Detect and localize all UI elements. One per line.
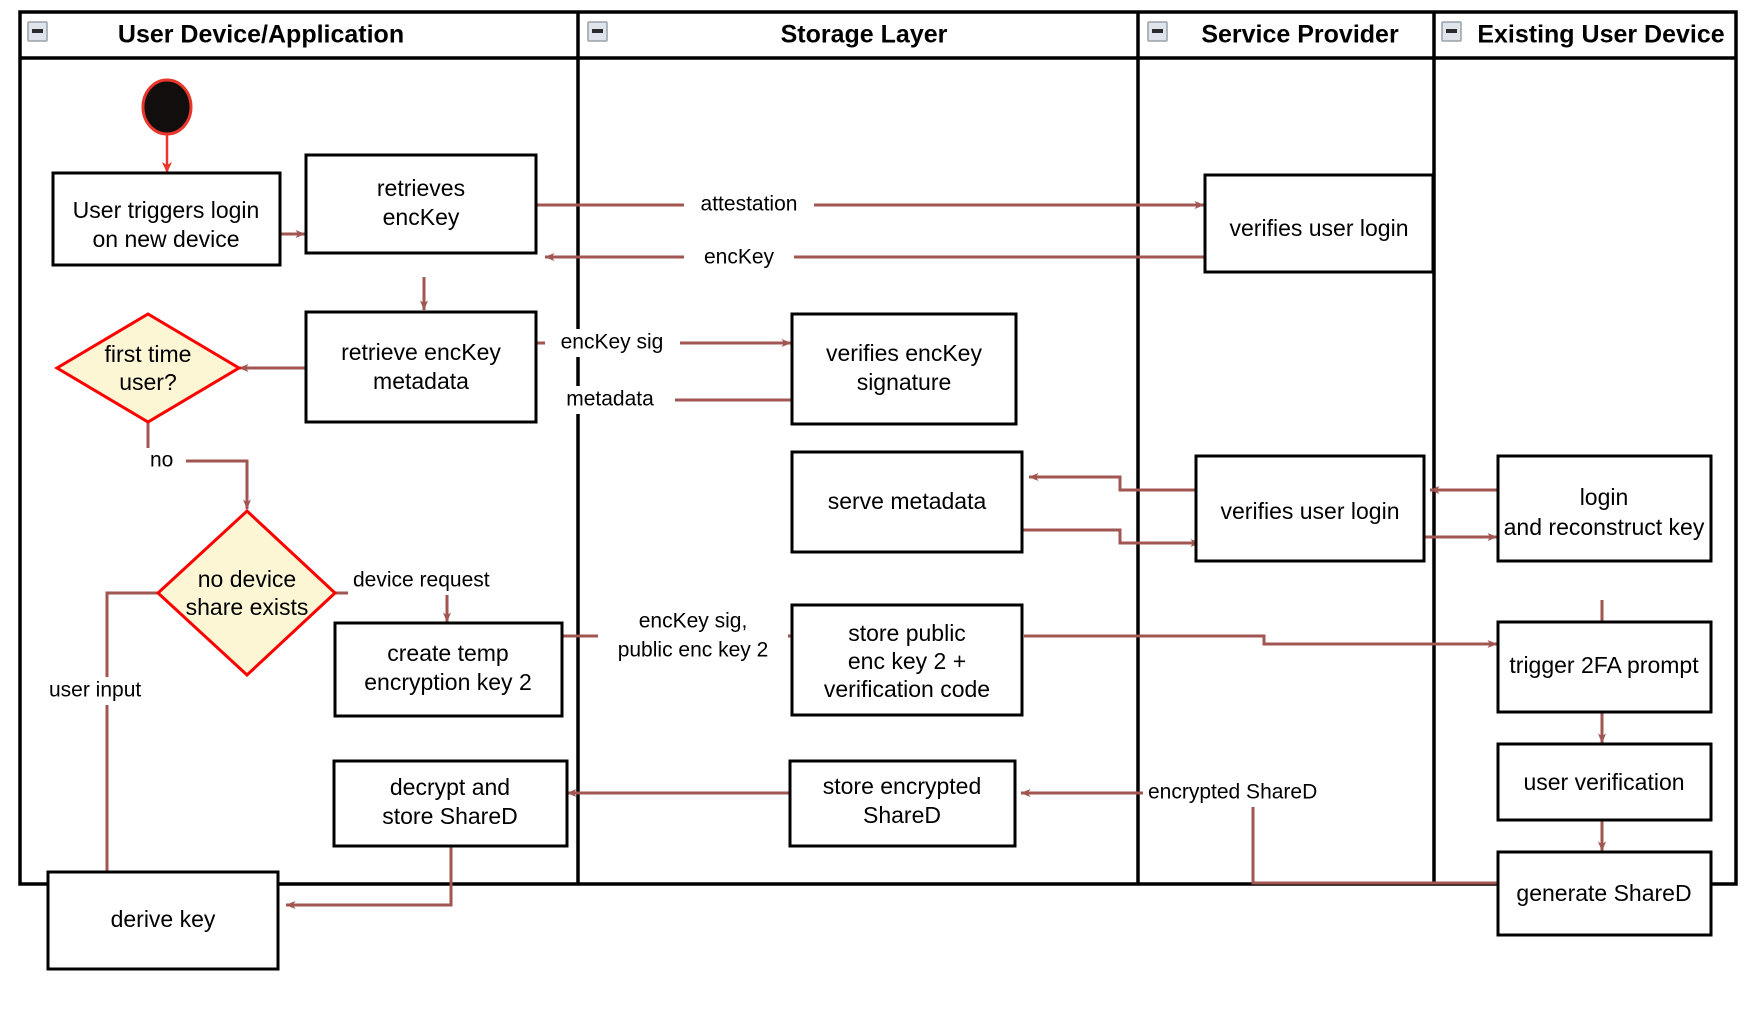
node-label-line: user verification [1523, 769, 1684, 795]
node-store-public-enc-key-2[interactable]: store public enc key 2 + verification co… [790, 603, 1024, 717]
flow-store-public-to-trigger-2fa [1024, 634, 1498, 648]
lane-title-user-device: User Device/Application [118, 21, 404, 49]
edge-label-attestation: attestation [701, 193, 798, 216]
node-label-line: no device [198, 566, 296, 592]
node-label-line: verification code [824, 676, 990, 702]
minus-box-icon[interactable] [1147, 21, 1168, 42]
node-retrieve-enckey-metadata[interactable]: retrieve encKey metadata [304, 310, 538, 424]
flow-user-input [103, 591, 158, 901]
node-label-line: retrieve encKey [341, 339, 501, 365]
lane-header-service-provider[interactable]: Service Provider [1147, 21, 1399, 49]
edge-label-enckey-sig-line1: encKey sig, [639, 610, 748, 633]
node-retrieves-enckey[interactable]: retrieves encKey [304, 153, 538, 255]
edge-label-device-request: device request [353, 569, 490, 592]
edge-label-group: attestation encKey encKey sig metadata n… [44, 191, 1329, 807]
node-label-line: trigger 2FA prompt [1509, 652, 1699, 678]
edge-label-enckey-sig: encKey sig [561, 331, 664, 354]
node-label-line: store public [848, 620, 966, 646]
edge-label-metadata: metadata [566, 388, 654, 411]
node-label-line: signature [857, 369, 952, 395]
node-label-line: on new device [92, 226, 239, 252]
node-label-line: and reconstruct key [1504, 514, 1705, 540]
edge-label-enckey: encKey [704, 246, 775, 269]
node-label-line: ShareD [863, 802, 941, 828]
node-label-line: first time [105, 341, 192, 367]
node-label-line: serve metadata [828, 488, 987, 514]
lane-title-storage: Storage Layer [781, 21, 948, 49]
node-generate-shared[interactable]: generate ShareD [1496, 850, 1713, 937]
node-label-line: encryption key 2 [364, 669, 531, 695]
lane-title-service-provider: Service Provider [1201, 21, 1399, 49]
flow-device-request [335, 591, 451, 623]
node-create-temp-encryption-key-2[interactable]: create temp encryption key 2 [333, 621, 564, 718]
node-label-line: derive key [111, 906, 216, 932]
node-label-line: verifies user login [1230, 215, 1409, 241]
node-verifies-user-login-1[interactable]: verifies user login [1203, 173, 1435, 274]
edge-label-public-enc-key-2-line2: public enc key 2 [618, 639, 769, 662]
node-label-line: generate ShareD [1516, 880, 1691, 906]
node-decrypt-and-store-shared[interactable]: decrypt and store ShareD [332, 759, 569, 848]
node-user-triggers-login[interactable]: User triggers login on new device [51, 171, 282, 267]
lane-frame-group [18, 10, 1738, 886]
node-label-line: verifies encKey [826, 340, 982, 366]
diagram-outer-frame [18, 10, 1738, 886]
lane-header-user-device[interactable]: User Device/Application [27, 21, 404, 49]
node-label-line: verifies user login [1221, 498, 1400, 524]
node-label-line: login [1580, 484, 1629, 510]
flow-serve-metadata-to-verifies-2 [1022, 528, 1201, 547]
lane-header-existing-device[interactable]: Existing User Device [1441, 21, 1725, 49]
minus-box-icon[interactable] [1441, 21, 1462, 42]
node-label-line: store ShareD [382, 803, 518, 829]
node-derive-key[interactable]: derive key [46, 870, 280, 971]
node-trigger-2fa-prompt[interactable]: trigger 2FA prompt [1496, 620, 1713, 714]
node-label-line: user? [119, 369, 177, 395]
node-label-line: enc key 2 + [848, 648, 966, 674]
edge-label-no: no [150, 449, 173, 472]
node-first-time-user-decision[interactable]: first time user? [54, 312, 242, 424]
node-label-line: create temp [387, 640, 508, 666]
node-label-line: store encrypted [823, 773, 982, 799]
node-no-device-share-exists-decision[interactable]: no device share exists [155, 508, 338, 678]
minus-box-icon[interactable] [587, 21, 608, 42]
edge-label-user-input: user input [49, 679, 141, 702]
flow-decrypt-to-derive-key [285, 846, 453, 909]
edge-label-encrypted-shared: encrypted ShareD [1148, 781, 1317, 804]
node-verifies-user-login-2[interactable]: verifies user login [1194, 454, 1426, 563]
node-store-encrypted-shared[interactable]: store encrypted ShareD [788, 759, 1017, 848]
node-serve-metadata[interactable]: serve metadata [790, 450, 1024, 554]
flow-no-branch [146, 419, 251, 510]
node-label-line: share exists [186, 594, 309, 620]
initial-node [141, 78, 193, 136]
node-label-line: metadata [373, 368, 469, 394]
node-label-line: encKey [383, 204, 460, 230]
node-label-line: decrypt and [390, 774, 510, 800]
node-login-and-reconstruct-key[interactable]: login and reconstruct key [1496, 454, 1713, 563]
flow-encrypted-shared [1020, 789, 1497, 885]
node-label-line: retrieves [377, 175, 465, 201]
node-label-line: User triggers login [73, 197, 260, 223]
node-user-verification[interactable]: user verification [1496, 742, 1713, 822]
lane-header-storage[interactable]: Storage Layer [587, 21, 948, 49]
node-verifies-enckey-signature[interactable]: verifies encKey signature [790, 312, 1018, 426]
lane-title-existing-device: Existing User Device [1477, 21, 1724, 49]
minus-box-icon[interactable] [27, 21, 48, 42]
flow-verifies-2-to-serve-metadata [1028, 473, 1200, 492]
